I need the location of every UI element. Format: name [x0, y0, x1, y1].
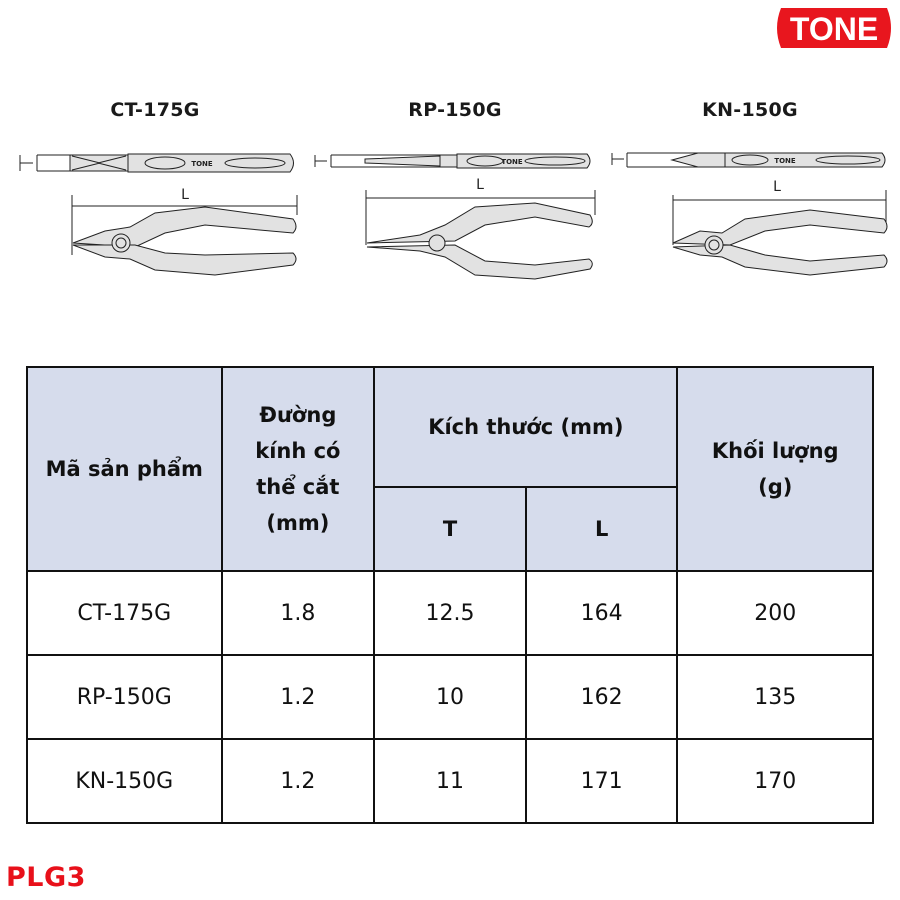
- tool-title: RP-150G: [408, 99, 502, 121]
- header-weight: Khối lượng (g): [676, 366, 874, 572]
- combination-pliers-icon: TONE L: [19, 153, 298, 276]
- svg-text:L: L: [181, 187, 189, 203]
- header-size-l: L: [524, 486, 679, 572]
- table-row: CT-175G 1.8 12.5 164 200: [26, 570, 874, 656]
- svg-text:L: L: [476, 177, 484, 193]
- cell-code: RP-150G: [26, 654, 223, 740]
- cell-weight: 135: [676, 654, 874, 740]
- cell-t: 12.5: [373, 570, 527, 656]
- cell-l: 164: [524, 570, 679, 656]
- cell-weight: 170: [676, 738, 874, 824]
- header-size-t: T: [373, 486, 527, 572]
- svg-text:L: L: [773, 179, 781, 195]
- svg-text:TONE: TONE: [501, 158, 523, 166]
- spec-table: Mã sản phẩm Đường kính có thể cắt (mm) K…: [26, 366, 874, 824]
- cell-l: 171: [524, 738, 679, 824]
- tool-diagram-rp-150g: RP-150G TONE L: [305, 95, 605, 295]
- header-diameter: Đường kính có thể cắt (mm): [220, 366, 376, 572]
- header-code: Mã sản phẩm: [26, 366, 223, 572]
- tone-logo: TONE: [773, 4, 895, 52]
- svg-text:TONE: TONE: [191, 160, 213, 168]
- cell-diameter: 1.8: [220, 570, 376, 656]
- cell-l: 162: [524, 654, 679, 740]
- cell-weight: 200: [676, 570, 874, 656]
- cell-t: 11: [373, 738, 527, 824]
- series-code: PLG3: [6, 862, 86, 893]
- cell-diameter: 1.2: [220, 654, 376, 740]
- table-row: RP-150G 1.2 10 162 135: [26, 654, 874, 740]
- tool-title: CT-175G: [110, 99, 200, 121]
- cell-code: CT-175G: [26, 570, 223, 656]
- long-nose-pliers-icon: TONE L: [314, 153, 596, 280]
- diagonal-cutting-pliers-icon: TONE L: [611, 152, 888, 276]
- svg-text:TONE: TONE: [774, 157, 796, 165]
- cell-code: KN-150G: [26, 738, 223, 824]
- table-row: KN-150G 1.2 11 171 170: [26, 738, 874, 824]
- cell-diameter: 1.2: [220, 738, 376, 824]
- header-size-group: Kích thước (mm): [373, 366, 679, 488]
- tool-title: KN-150G: [702, 99, 798, 121]
- tool-diagram-kn-150g: KN-150G TONE L: [600, 95, 900, 295]
- cell-t: 10: [373, 654, 527, 740]
- logo-text: TONE: [790, 11, 878, 47]
- tool-diagram-ct-175g: CT-175G TONE L: [5, 95, 305, 295]
